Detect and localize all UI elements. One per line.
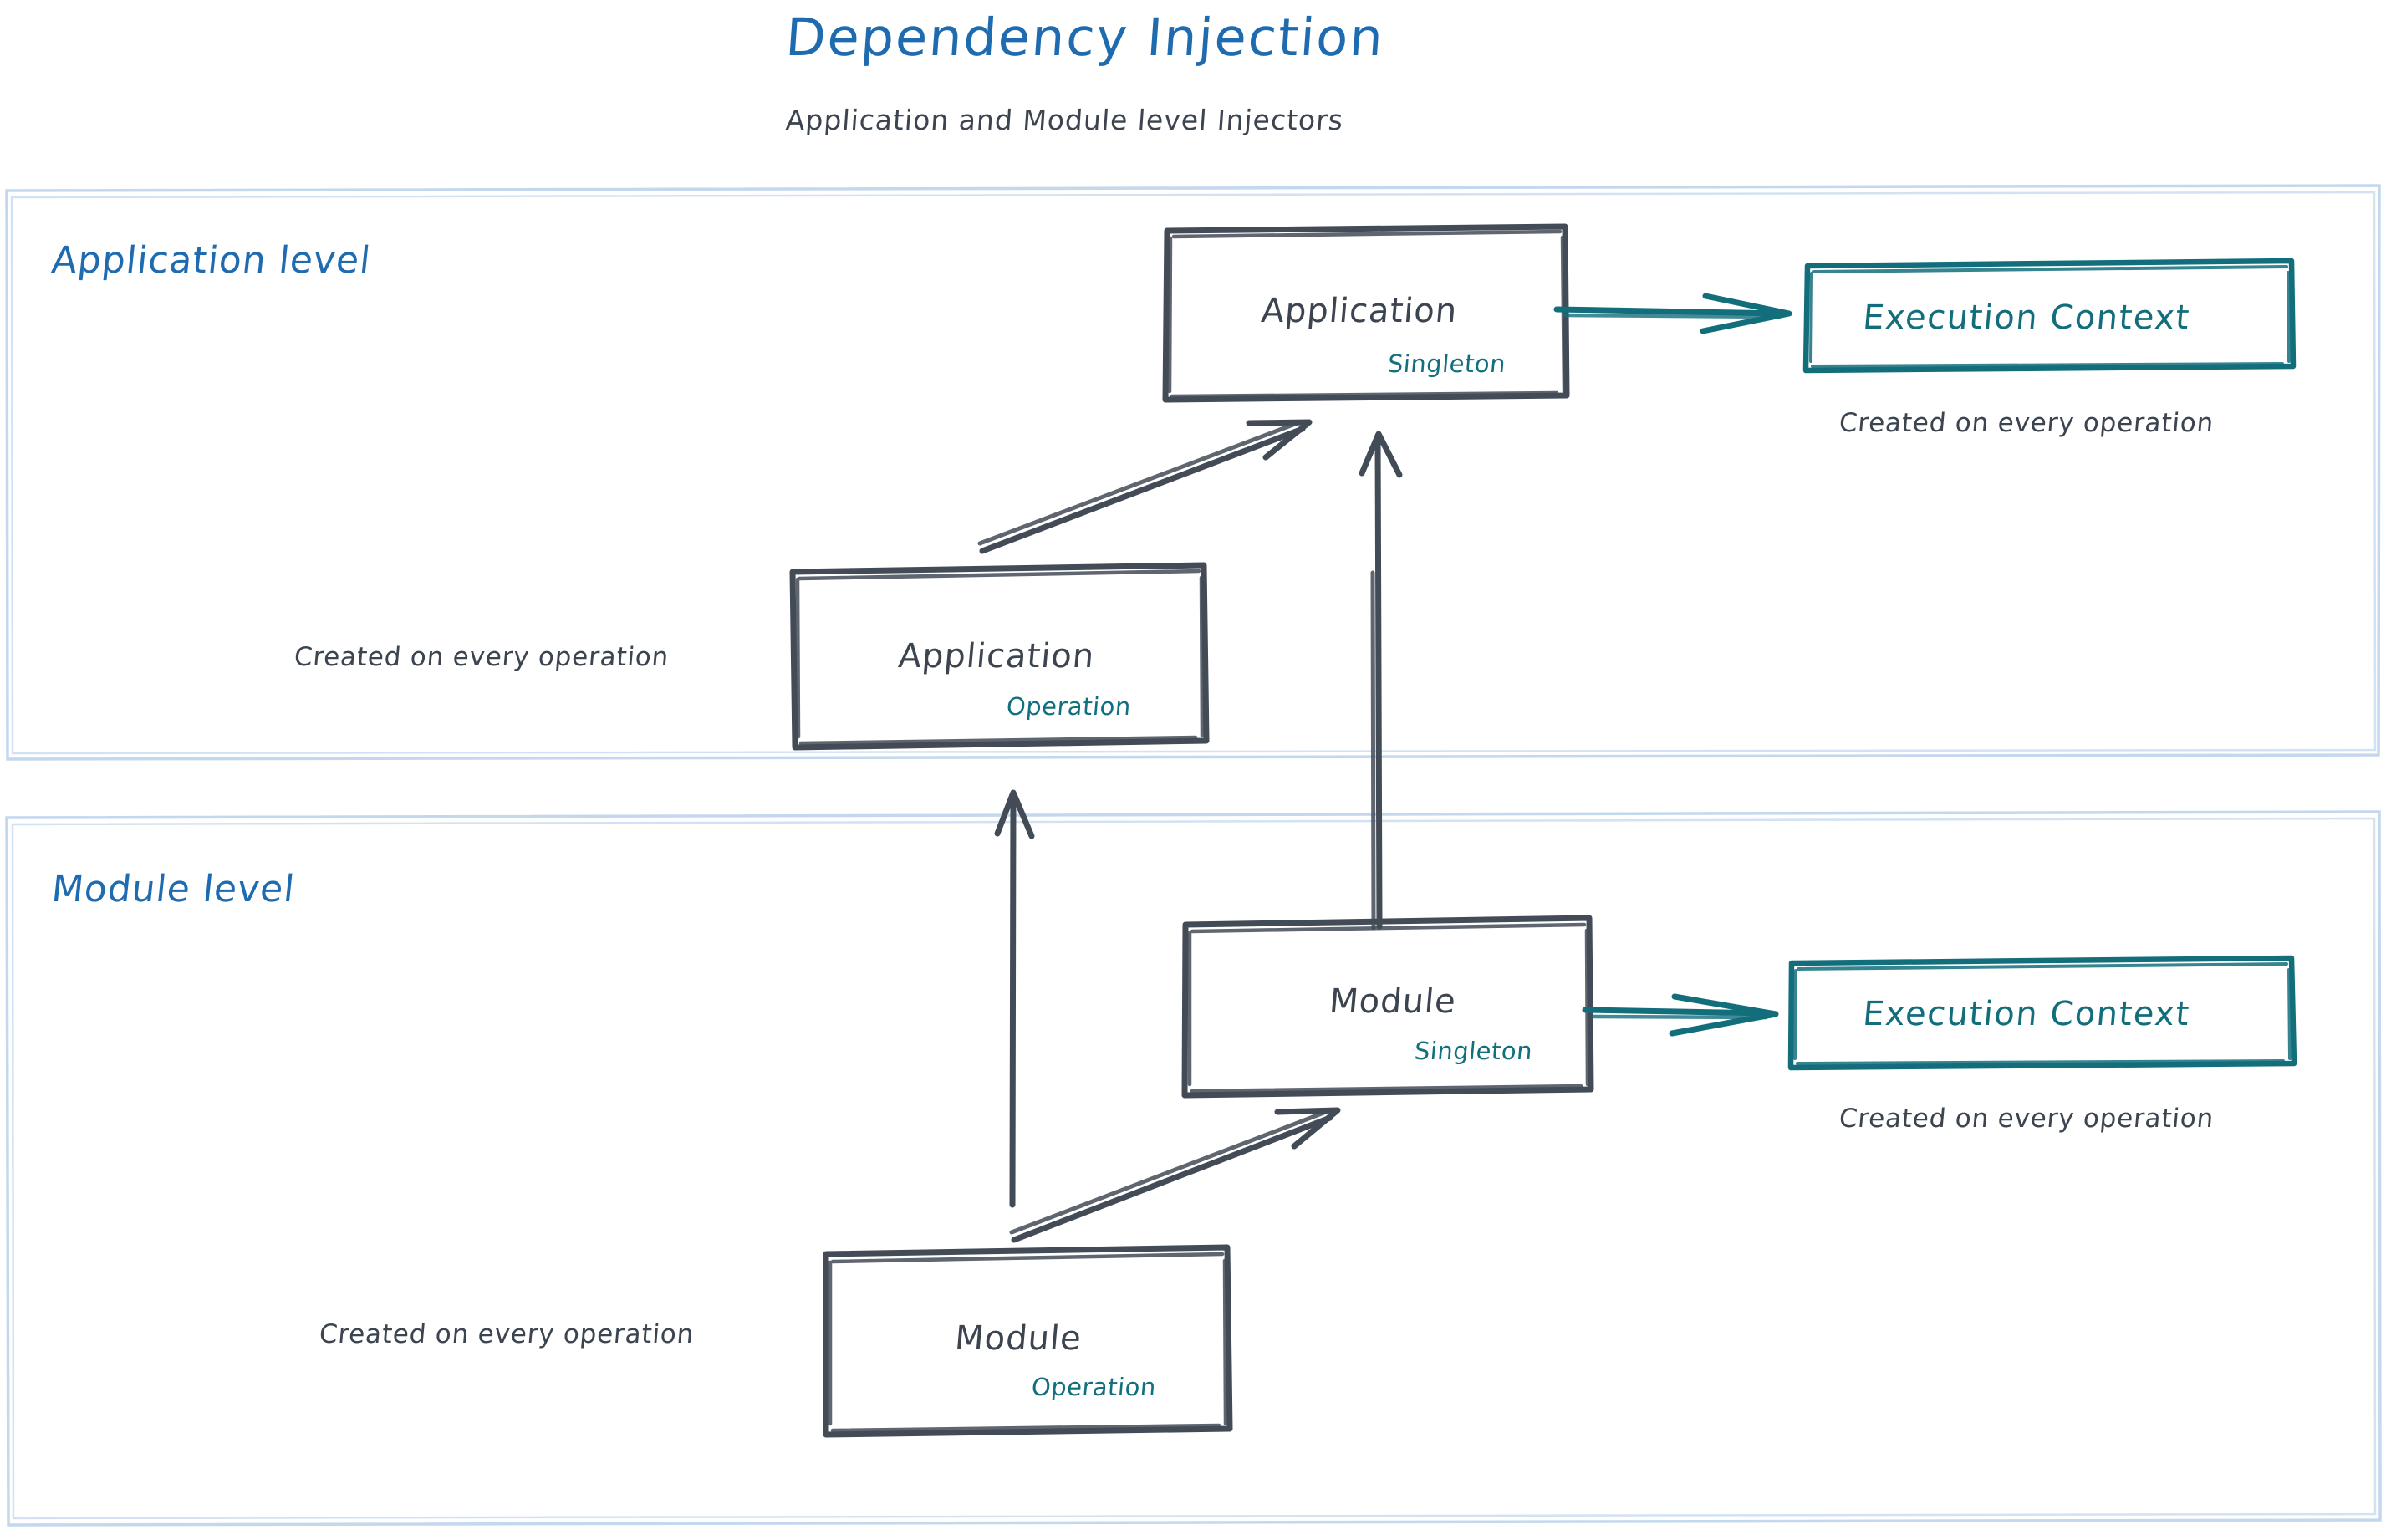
edge-module-operation-to-singleton bbox=[1009, 1107, 1341, 1243]
section-label-application-level: Application level bbox=[49, 239, 374, 282]
panel-module-level bbox=[5, 810, 2382, 1527]
page-subtitle: Application and Module level Injectors bbox=[784, 104, 1345, 136]
node-module-operation-tag: Operation bbox=[1030, 1373, 1158, 1401]
node-execution-context-app-title: Execution Context bbox=[1861, 298, 2192, 337]
node-module-singleton-title: Module bbox=[1328, 982, 1458, 1021]
node-application-operation-title: Application bbox=[896, 637, 1097, 676]
note-app-exec-ctx: Created on every operation bbox=[1838, 408, 2215, 438]
node-application-singleton-title: Application bbox=[1259, 292, 1460, 330]
section-label-module-level: Module level bbox=[49, 868, 298, 910]
node-module-operation-title: Module bbox=[953, 1319, 1083, 1358]
node-application-operation-tag: Operation bbox=[1005, 692, 1133, 721]
node-execution-context-module-title: Execution Context bbox=[1861, 995, 2192, 1033]
page-title: Dependency Injection bbox=[783, 7, 1387, 68]
edge-module-singleton-to-application-singleton bbox=[1359, 431, 1403, 931]
node-application-singleton-tag: Singleton bbox=[1386, 349, 1507, 378]
edge-application-to-execution-context bbox=[1553, 293, 1792, 334]
note-module-exec-ctx: Created on every operation bbox=[1838, 1104, 2215, 1134]
note-app-operation: Created on every operation bbox=[293, 642, 670, 672]
node-module-singleton-tag: Singleton bbox=[1413, 1037, 1534, 1065]
edge-application-operation-to-singleton bbox=[977, 419, 1313, 554]
note-module-operation: Created on every operation bbox=[318, 1319, 696, 1349]
edge-module-operation-to-application-operation bbox=[994, 789, 1035, 1208]
edge-module-to-execution-context bbox=[1582, 993, 1779, 1037]
